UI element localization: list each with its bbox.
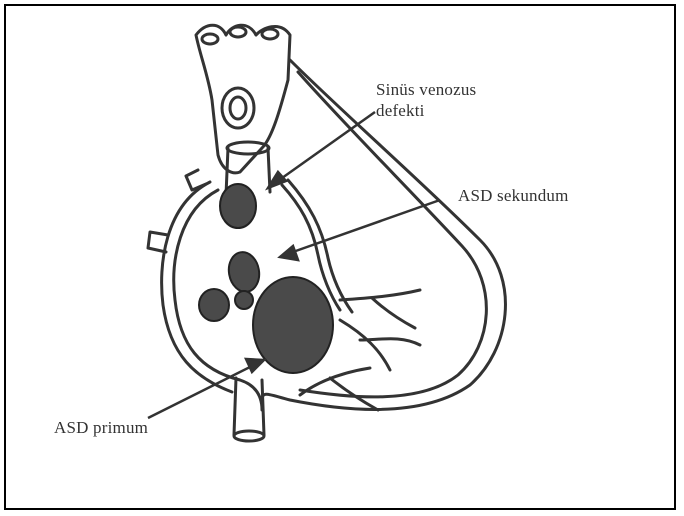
aorta-opening-1 [202, 34, 218, 44]
pulmonary-artery [222, 88, 254, 128]
coronary-branch-1 [340, 290, 420, 370]
aorta-opening-2 [230, 27, 246, 37]
small-defect-left [199, 289, 229, 321]
secundum-defect [226, 250, 262, 295]
label-asd-primum: ASD primum [54, 418, 148, 438]
aorta-opening-3 [262, 29, 278, 39]
primum-defect [253, 277, 333, 373]
label-asd-sekundum: ASD sekundum [458, 186, 569, 206]
label-sinus-venozus: Sinüs venozus [376, 80, 476, 100]
arrow-primum [148, 364, 256, 418]
arrow-secundum [290, 200, 440, 253]
arrow-sinus [275, 112, 375, 183]
sinus-venosus-defect [220, 184, 256, 228]
inferior-vena-cava [234, 378, 264, 435]
label-defekti: defekti [376, 101, 425, 121]
small-defect-center [235, 291, 253, 309]
